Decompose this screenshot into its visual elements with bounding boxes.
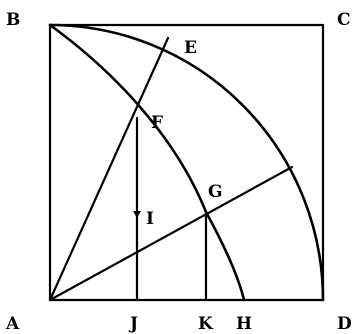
quarter-arc-bd [48, 23, 325, 302]
curve-bh [48, 23, 246, 302]
label-b: B [6, 10, 20, 30]
label-f: F [151, 113, 163, 133]
line-ae [48, 36, 170, 302]
label-a: A [5, 314, 20, 334]
marker-i [133, 211, 141, 218]
label-d: D [337, 314, 352, 334]
label-g: G [208, 182, 223, 202]
label-e: E [184, 38, 197, 58]
label-c: C [337, 10, 351, 30]
label-h: H [236, 314, 252, 334]
label-i: I [146, 209, 154, 229]
line-ag [48, 165, 294, 302]
label-k: K [198, 314, 214, 334]
label-j: J [128, 314, 138, 334]
